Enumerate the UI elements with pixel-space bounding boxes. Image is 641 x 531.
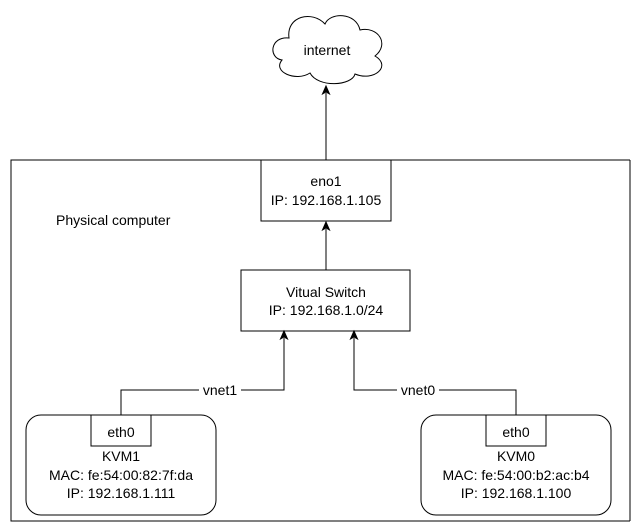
kvm0-ip: IP: 192.168.1.100 bbox=[461, 485, 572, 501]
kvm0-name: KVM0 bbox=[497, 448, 535, 464]
virtual-switch-node: Vitual Switch IP: 192.168.1.0/24 bbox=[240, 269, 411, 332]
kvm1-iface: eth0 bbox=[107, 424, 134, 440]
physical-computer-label: Physical computer bbox=[56, 212, 171, 228]
internet-cloud: internet bbox=[272, 15, 383, 85]
kvm1-mac: MAC: fe:54:00:82:7f:da bbox=[49, 467, 193, 483]
connector-vnet0: vnet0 bbox=[349, 329, 517, 415]
vnet1-label: vnet1 bbox=[203, 382, 237, 398]
kvm0-mac: MAC: fe:54:00:b2:ac:b4 bbox=[442, 467, 589, 483]
eno1-ip: IP: 192.168.1.105 bbox=[271, 192, 382, 208]
kvm1-ip: IP: 192.168.1.111 bbox=[67, 485, 176, 501]
eno1-node: eno1 IP: 192.168.1.105 bbox=[260, 159, 392, 222]
eno1-name: eno1 bbox=[310, 173, 341, 189]
connector-vnet1: vnet1 bbox=[120, 329, 289, 415]
kvm0-node: eth0 KVM0 MAC: fe:54:00:b2:ac:b4 IP: 192… bbox=[420, 414, 612, 516]
switch-name: Vitual Switch bbox=[286, 284, 366, 300]
connector-switch-eno1 bbox=[321, 220, 331, 270]
kvm1-node: eth0 KVM1 MAC: fe:54:00:82:7f:da IP: 192… bbox=[25, 414, 217, 516]
internet-label: internet bbox=[304, 42, 351, 58]
connector-eno1-internet bbox=[321, 84, 331, 160]
switch-ip: IP: 192.168.1.0/24 bbox=[269, 302, 384, 318]
kvm1-name: KVM1 bbox=[102, 448, 140, 464]
vnet0-label: vnet0 bbox=[401, 382, 435, 398]
kvm0-iface: eth0 bbox=[502, 424, 529, 440]
